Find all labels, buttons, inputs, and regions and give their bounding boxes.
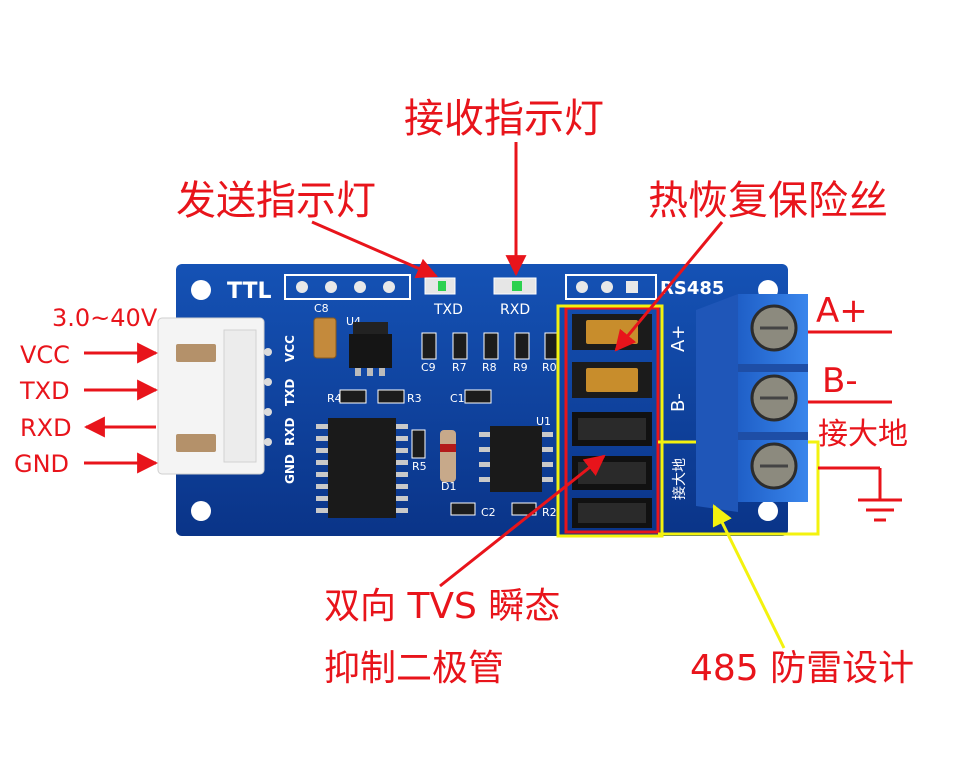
connector-pads (264, 348, 272, 446)
component-labels: C8 U4 R4 R3 C9 R7 R8 R9 R0 C1 U1 R5 D1 C… (314, 302, 557, 519)
tvs-diodes (572, 412, 652, 528)
protection-red-outline (564, 306, 660, 534)
rs485-silk-label: RS485 (660, 278, 724, 299)
label-r8: R8 (482, 361, 497, 374)
tx-led (424, 277, 456, 295)
a-plus-annotation: A+ (816, 291, 868, 331)
tvs-annotation-line2: 抑制二极管 (324, 648, 504, 689)
rs485-pin-header (565, 274, 657, 300)
pin-vcc-silk: VCC (283, 335, 297, 362)
pin-txd-silk: TXD (283, 379, 297, 406)
fuse-annotation: 热恢复保险丝 (648, 178, 888, 224)
label-r4: R4 (327, 392, 342, 405)
label-r5: R5 (412, 460, 427, 473)
rx-led-annotation: 接收指示灯 (404, 96, 604, 142)
label-r2: R2 (542, 506, 557, 519)
rxd-annotation: RXD (20, 414, 72, 442)
ttl-pin-silk: GND RXD TXD VCC (283, 335, 297, 484)
regulator-u4 (349, 322, 392, 376)
tx-led-annotation: 发送指示灯 (176, 178, 376, 224)
rx-led (493, 277, 537, 295)
smd-resistors (339, 332, 560, 516)
screw-terminal-block (696, 294, 808, 512)
label-r9: R9 (513, 361, 528, 374)
earth-ground-symbol (818, 466, 902, 522)
pin-rxd-silk: RXD (283, 418, 297, 446)
label-r0: R0 (542, 361, 557, 374)
label-c9: C9 (421, 361, 436, 374)
silk-b-minus: B- (668, 393, 689, 412)
vcc-annotation: VCC (20, 341, 70, 369)
label-r7: R7 (452, 361, 467, 374)
fuse-arrow (614, 221, 724, 352)
tvs-arrow (439, 454, 606, 588)
rxd-silk: RXD (500, 302, 530, 318)
lightning-annotation: 485 防雷设计 (690, 648, 914, 689)
tx-led-arrow (311, 220, 438, 279)
ic-u1 (479, 426, 553, 492)
txd-silk: TXD (433, 302, 463, 318)
label-c2: C2 (481, 506, 496, 519)
label-r3: R3 (407, 392, 422, 405)
b-minus-annotation: B- (822, 361, 858, 401)
resettable-fuses (572, 314, 652, 398)
diode-d1 (440, 430, 456, 482)
capacitor-c8 (313, 317, 337, 359)
silk-a-plus: A+ (668, 325, 689, 352)
ic-transceiver-left (316, 418, 408, 518)
silk-ground: 接大地 (671, 458, 688, 500)
voltage-annotation: 3.0~40V (52, 304, 158, 332)
label-c8: C8 (314, 302, 329, 315)
top-pin-header (284, 274, 411, 300)
gnd-annotation: GND (14, 450, 69, 478)
label-c1: C1 (450, 392, 465, 405)
ttl-silk-label: TTL (227, 279, 272, 304)
label-d1: D1 (441, 480, 456, 493)
txd-annotation: TXD (19, 377, 70, 405)
pin-gnd-silk: GND (283, 454, 297, 484)
lightning-arrow (712, 504, 786, 649)
label-u1: U1 (536, 415, 551, 428)
jst-connector (157, 317, 265, 475)
highlight-box-protection (556, 304, 664, 538)
tvs-annotation-line1: 双向 TVS 瞬态 (324, 586, 560, 627)
earth-annotation: 接大地 (818, 417, 908, 452)
